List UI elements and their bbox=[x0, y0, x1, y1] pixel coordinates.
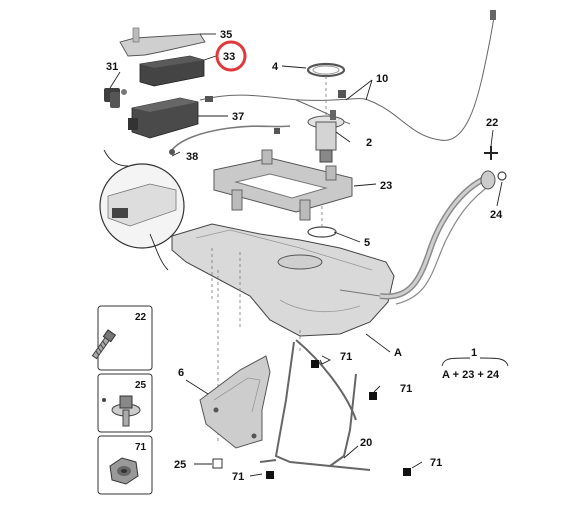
legend-box-25: 25 bbox=[97, 373, 153, 433]
callout-A: A bbox=[394, 347, 402, 359]
clip-71-b bbox=[369, 392, 377, 400]
bracket-35 bbox=[119, 27, 206, 57]
seal-5 bbox=[307, 226, 337, 238]
clip-71-a bbox=[311, 360, 319, 368]
callout-37: 37 bbox=[232, 111, 244, 123]
clip-71-d bbox=[403, 468, 411, 476]
callout-24: 24 bbox=[490, 209, 503, 221]
legend-label-25: 25 bbox=[135, 380, 147, 391]
callout-71-a: 71 bbox=[340, 351, 352, 363]
assembly-formula: 1 A + 23 + 24 bbox=[441, 347, 509, 381]
bolt-25-marker bbox=[212, 458, 223, 469]
clip-71-c bbox=[266, 471, 274, 479]
heat-shield-6 bbox=[199, 355, 271, 449]
highlight-ring-33 bbox=[215, 40, 247, 72]
screw-22-marker bbox=[484, 146, 498, 160]
cradle-23 bbox=[213, 149, 353, 221]
canister-37 bbox=[128, 97, 199, 139]
filler-neck bbox=[379, 175, 488, 300]
legend-box-71: 71 bbox=[97, 435, 153, 495]
callout-38: 38 bbox=[186, 151, 198, 163]
callout-33: 33 bbox=[223, 51, 235, 63]
leader-lines bbox=[109, 33, 503, 477]
cap-ring-24 bbox=[497, 171, 507, 181]
formula-text: A + 23 + 24 bbox=[442, 369, 500, 381]
lock-ring-4 bbox=[306, 62, 346, 78]
legend-label-22: 22 bbox=[135, 312, 147, 323]
callout-1: 1 bbox=[471, 347, 477, 359]
callout-23: 23 bbox=[380, 180, 392, 192]
bolt-washer-icon bbox=[102, 395, 141, 427]
callout-20: 20 bbox=[360, 437, 372, 449]
callout-10: 10 bbox=[376, 73, 388, 85]
detail-zoom-circle bbox=[99, 149, 185, 271]
strap-20 bbox=[259, 339, 371, 471]
callout-31: 31 bbox=[106, 61, 118, 73]
valve-31 bbox=[104, 88, 127, 108]
callout-35: 35 bbox=[220, 29, 232, 41]
fuel-pump-2 bbox=[307, 110, 345, 163]
screw-icon bbox=[91, 329, 117, 360]
callout-71-b: 71 bbox=[400, 383, 412, 395]
callout-71-d: 71 bbox=[430, 457, 442, 469]
callout-71-c: 71 bbox=[232, 471, 244, 483]
callout-5: 5 bbox=[364, 237, 370, 249]
nut-icon bbox=[109, 457, 139, 485]
callout-4: 4 bbox=[272, 61, 279, 73]
wire-10 bbox=[199, 13, 495, 141]
legend-box-22: 22 bbox=[91, 305, 153, 371]
legend-label-71: 71 bbox=[135, 442, 147, 453]
location-lines bbox=[211, 76, 327, 442]
callout-2: 2 bbox=[366, 137, 372, 149]
fuel-tank-A bbox=[171, 223, 395, 337]
callout-22: 22 bbox=[486, 117, 498, 129]
callout-25: 25 bbox=[174, 459, 186, 471]
canister-33 bbox=[139, 55, 205, 87]
callout-6: 6 bbox=[178, 367, 184, 379]
wire-10b bbox=[295, 99, 351, 125]
hose-38 bbox=[171, 125, 291, 151]
